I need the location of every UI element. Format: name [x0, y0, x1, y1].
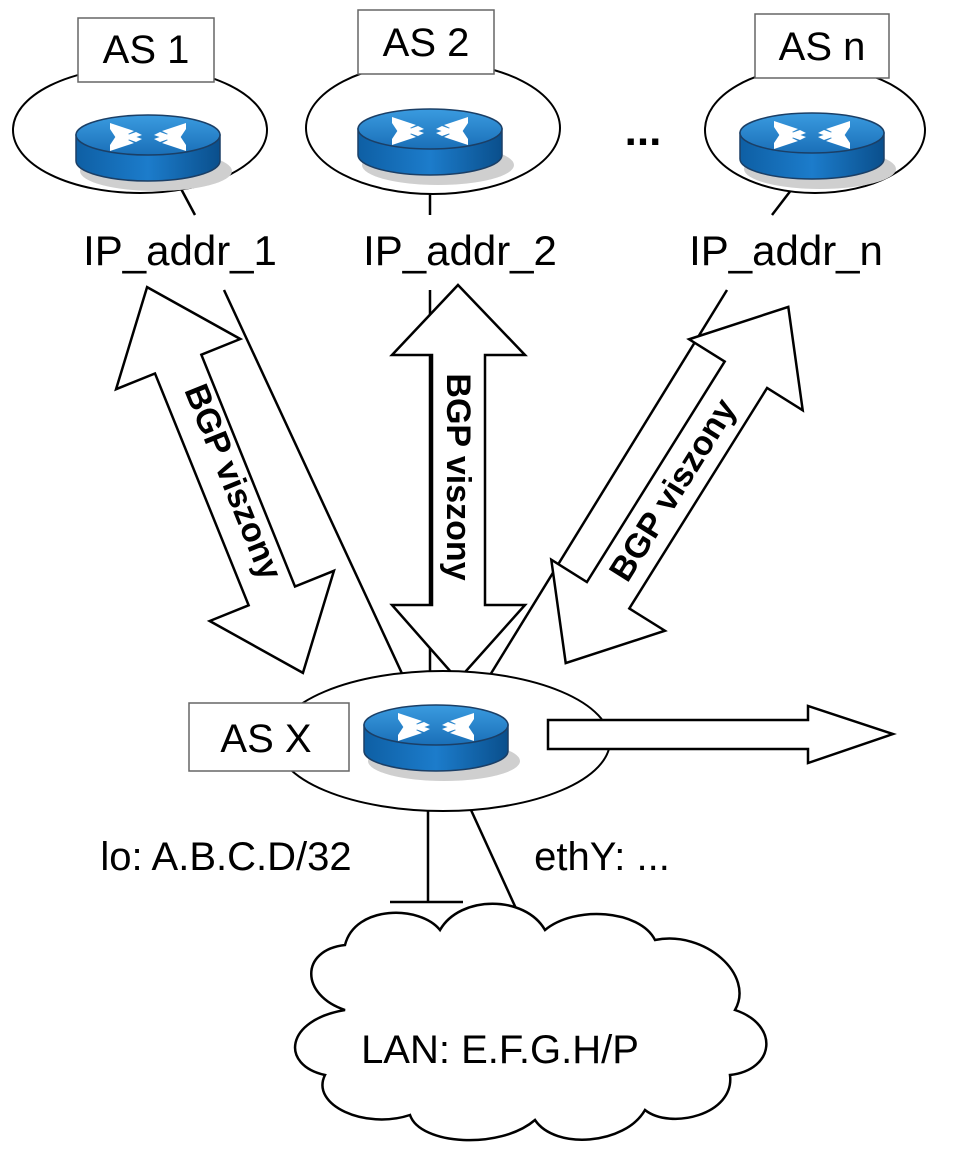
loopback-label: lo: A.B.C.D/32 [100, 835, 351, 879]
as-1-node: AS 1 [12, 17, 268, 194]
lan-label: LAN: E.F.G.H/P [361, 1028, 639, 1072]
outgoing-arrow [546, 704, 897, 765]
ip-addr-2: IP_addr_2 [363, 227, 557, 274]
as-2-label-box [357, 9, 495, 75]
ellipsis: ... [625, 106, 662, 155]
bgp-arrow-n: BGP viszony [549, 305, 805, 665]
ip-addr-1: IP_addr_1 [83, 227, 277, 274]
as-x-label-box [188, 702, 350, 772]
router-icon [357, 108, 515, 186]
bgp-arrow-1: BGP viszony [114, 285, 336, 675]
router-icon [363, 704, 521, 782]
bgp-label-n: BGP viszony [602, 392, 744, 588]
as-x-node: AS X [188, 670, 611, 812]
as-n-label: AS n [779, 25, 866, 69]
as-n-node: AS n [704, 13, 926, 194]
as-1-label: AS 1 [103, 28, 190, 72]
as-1-label-box [77, 17, 215, 83]
as-2-node: AS 2 [305, 9, 561, 195]
router-icon [75, 114, 233, 192]
as-2-label: AS 2 [383, 21, 470, 65]
bgp-arrow-2: BGP viszony [389, 283, 528, 682]
cloud-icon: LAN: E.F.G.H/P [293, 902, 768, 1142]
ip-addr-n: IP_addr_n [689, 227, 883, 274]
router-icon [739, 112, 897, 190]
bgp-label-2: BGP viszony [439, 373, 477, 580]
as-x-label: AS X [220, 717, 311, 761]
eth-label: ethY: ... [534, 835, 670, 879]
as-n-label-box [754, 13, 890, 79]
